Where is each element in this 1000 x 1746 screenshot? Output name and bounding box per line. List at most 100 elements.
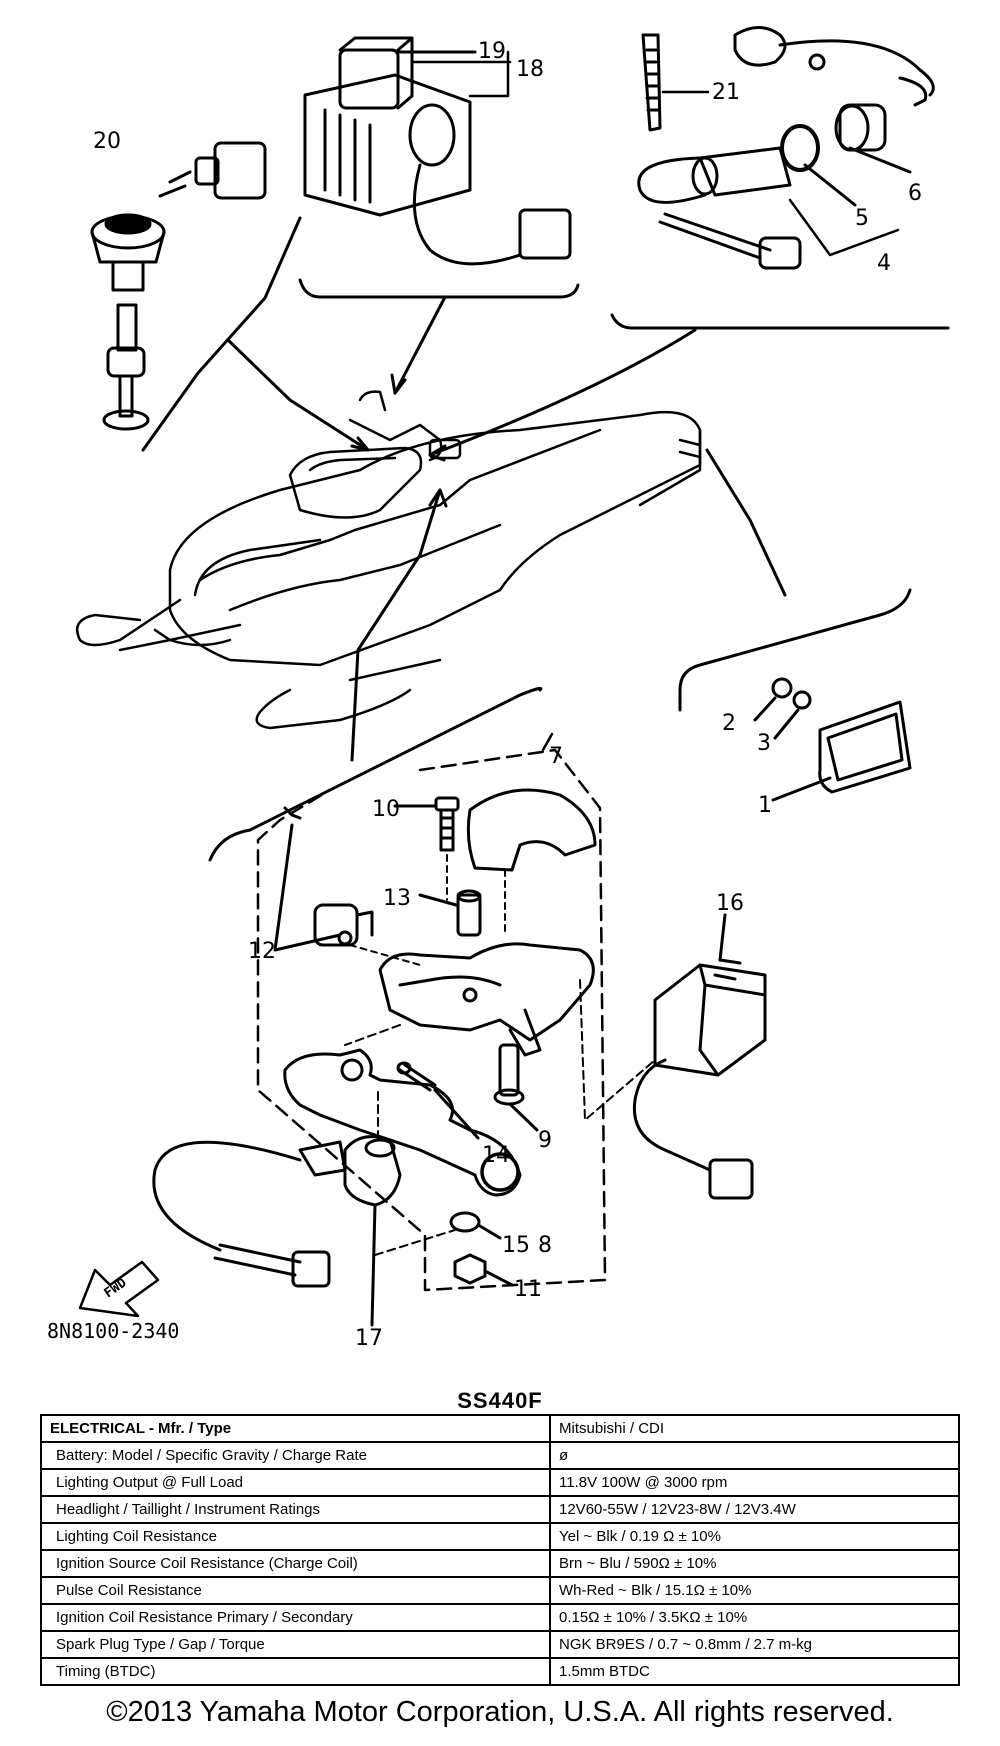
spec-label: Pulse Coil Resistance [40, 1576, 551, 1605]
dash-lever [344, 1024, 401, 1046]
spec-value: 1.5mm BTDC [549, 1657, 960, 1686]
spec-value: 11.8V 100W @ 3000 rpm [549, 1468, 960, 1497]
bracket-taillight [678, 588, 912, 712]
cdi-unit-icon [632, 958, 767, 1200]
spec-label: Timing (BTDC) [40, 1657, 551, 1686]
part-number-9: 9 [538, 1128, 552, 1153]
throttle-housing-icon [378, 942, 595, 1057]
washer-15-icon [449, 1211, 481, 1233]
part-number-8: 8 [538, 1233, 552, 1258]
leader-9 [508, 1102, 539, 1132]
leader-16 [718, 913, 727, 962]
bolt-9-icon [493, 1043, 525, 1106]
cable-tie-icon [641, 33, 662, 132]
spec-value: 0.15Ω ± 10% / 3.5KΩ ± 10% [549, 1603, 960, 1632]
part-number-4: 4 [877, 251, 891, 276]
fwd-arrow-icon: FWD [78, 1260, 160, 1318]
throttle-cover-icon [466, 788, 597, 872]
spec-row: Lighting Output @ Full Load 11.8V 100W @… [40, 1468, 960, 1497]
bracket-top [298, 278, 580, 299]
leader-7 [541, 732, 554, 752]
snowmobile-icon [75, 390, 702, 730]
arrow-right-head [428, 444, 447, 462]
leader-15 [478, 1224, 502, 1240]
ignition-coil-icon [303, 36, 572, 266]
spec-row: Pulse Coil Resistance Wh-Red ~ Blk / 15.… [40, 1576, 960, 1605]
screw-14-icon [396, 1061, 437, 1092]
spec-row: Ignition Source Coil Resistance (Charge … [40, 1549, 960, 1578]
spec-label: Battery: Model / Specific Gravity / Char… [40, 1441, 551, 1470]
spec-title: SS440F [457, 1388, 543, 1413]
spec-value: NGK BR9ES / 0.7 ~ 0.8mm / 2.7 m-kg [549, 1630, 960, 1659]
leader-6 [848, 146, 912, 174]
throttle-lever-icon [283, 1048, 522, 1197]
drawing-code: 8N8100-2340 [47, 1319, 179, 1343]
leader-11 [485, 1270, 514, 1287]
spec-label: Lighting Output @ Full Load [40, 1468, 551, 1497]
parts-diagram: FWD 20 19 18 21 6 5 4 7 10 13 12 16 2 3 … [47, 26, 950, 1351]
part-number-10: 10 [372, 797, 400, 822]
bracket-throttle [208, 686, 543, 862]
spec-label: Headlight / Taillight / Instrument Ratin… [40, 1495, 551, 1524]
part-number-7: 7 [549, 744, 563, 769]
leader-14 [433, 1088, 480, 1140]
part-number-3: 3 [757, 731, 771, 756]
nut-11-icon [453, 1253, 487, 1285]
spec-row: Spark Plug Type / Gap / Torque NGK BR9ES… [40, 1630, 960, 1659]
spec-value: 12V60-55W / 12V23-8W / 12V3.4W [549, 1495, 960, 1524]
leader-17 [370, 1203, 377, 1327]
spec-label: Ignition Coil Resistance Primary / Secon… [40, 1603, 551, 1632]
part-number-11: 11 [514, 1277, 542, 1302]
arrow-center [393, 295, 447, 395]
spec-label: Ignition Source Coil Resistance (Charge … [40, 1549, 551, 1578]
taillight-icon [771, 677, 912, 794]
spec-row: Battery: Model / Specific Gravity / Char… [40, 1441, 960, 1470]
spec-value: Brn ~ Blu / 590Ω ± 10% [549, 1549, 960, 1578]
part-number-15: 15 [502, 1233, 530, 1258]
leader-13 [418, 893, 458, 907]
dash-housing [349, 944, 421, 966]
collar-13-icon [456, 889, 482, 937]
spec-table: ELECTRICAL - Mfr. / Type Mitsubishi / CD… [40, 1414, 960, 1686]
spec-value: Wh-Red ~ Blk / 15.1Ω ± 10% [549, 1576, 960, 1605]
bracket-right-top [610, 313, 950, 330]
pin-12-icon [283, 806, 374, 947]
arrow-left [226, 338, 370, 452]
bolt-10-icon [434, 796, 460, 852]
arrow-left-head [350, 436, 370, 452]
dash-washer [374, 1229, 456, 1256]
part-number-13: 13 [383, 886, 411, 911]
arrow-lower [350, 488, 442, 762]
spec-value: Mitsubishi / CDI [549, 1414, 960, 1443]
leader-2 [753, 696, 777, 722]
part-number-19: 19 [478, 39, 506, 64]
arrow-center-head [390, 373, 407, 395]
switch-assembly-icon [90, 141, 267, 431]
spec-label: ELECTRICAL - Mfr. / Type [40, 1414, 551, 1443]
leader-18 [410, 50, 512, 98]
dash-cdi [579, 979, 656, 1121]
spec-row: Lighting Coil Resistance Yel ~ Blk / 0.1… [40, 1522, 960, 1551]
leader-3 [773, 708, 800, 740]
part-number-5: 5 [855, 206, 869, 231]
group-box-7 [256, 748, 607, 1292]
leader-4 [788, 198, 900, 257]
main-switch-icon [637, 26, 935, 270]
part-number-14: 14 [482, 1143, 510, 1168]
spec-row: Ignition Coil Resistance Primary / Secon… [40, 1603, 960, 1632]
part-number-17: 17 [355, 1326, 383, 1351]
spec-value: ø [549, 1441, 960, 1470]
spec-value: Yel ~ Blk / 0.19 Ω ± 10% [549, 1522, 960, 1551]
bracket-left [141, 216, 302, 452]
part-number-20: 20 [93, 129, 121, 154]
part-number-6: 6 [908, 181, 922, 206]
copyright-notice: ©2013 Yamaha Motor Corporation, U.S.A. A… [106, 1696, 894, 1728]
part-number-12: 12 [248, 939, 276, 964]
spec-label: Lighting Coil Resistance [40, 1522, 551, 1551]
part-number-16: 16 [716, 891, 744, 916]
throttle-switch-icon [152, 1135, 402, 1288]
spec-row: Timing (BTDC) 1.5mm BTDC [40, 1657, 960, 1686]
arrow-lower-head [428, 488, 448, 508]
part-number-2: 2 [722, 711, 736, 736]
leader-5 [803, 163, 857, 207]
